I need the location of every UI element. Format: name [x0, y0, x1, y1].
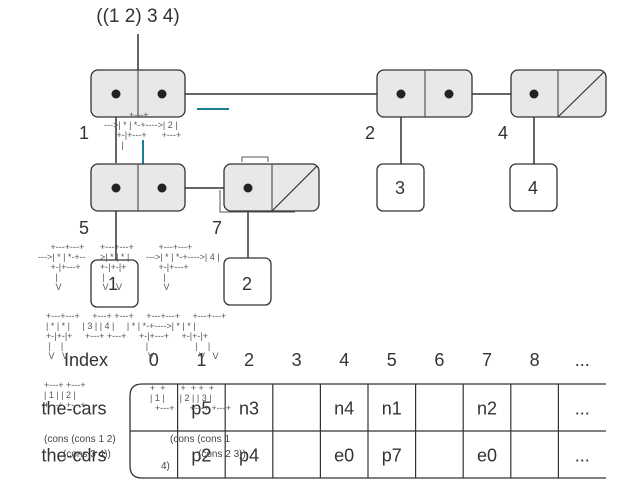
p5-car-dot	[111, 183, 121, 193]
table-cell: p2	[191, 446, 211, 466]
table-cell: ...	[575, 399, 590, 419]
pair-p1	[90, 69, 186, 118]
atom-4: 4	[509, 163, 558, 212]
table-cell: n2	[477, 399, 497, 419]
index-header: 4	[339, 350, 349, 370]
table-cell: p4	[239, 446, 259, 466]
index-header: ...	[575, 350, 590, 370]
pair-label-2: 2	[365, 123, 375, 143]
atom-2: 2	[223, 257, 272, 306]
atom-3: 3	[376, 163, 425, 212]
table-cell: n4	[334, 399, 354, 419]
cons-expression-mid-3: 4)	[161, 461, 170, 472]
p5-cdr-dot	[157, 183, 167, 193]
table-cell: n3	[239, 399, 259, 419]
pair-label-4: 4	[498, 123, 508, 143]
table-cell: ...	[575, 446, 590, 466]
index-header: 1	[196, 350, 206, 370]
memory-vector-table: Index 0 1 2 3 4 5 6 7 8... the-cars p5 n3 n4 n1 n2... th…	[41, 350, 606, 479]
cons-expression-mid: (cons (cons 1	[170, 434, 230, 445]
ascii-art-top: +---+ --->| * | *-+---->| 2 | +-|+---+ +…	[104, 110, 182, 150]
p2-cdr-dot	[444, 89, 454, 99]
pair-p4	[510, 69, 607, 118]
pair-p5	[90, 163, 186, 212]
expression-title: ((1 2) 3 4)	[96, 6, 179, 27]
ascii-art-row2: +---+---+ +---+ +---+ +---+---+ +---+---…	[46, 311, 227, 361]
p7-ghost-outline	[219, 156, 295, 213]
pair-p7	[223, 163, 320, 212]
index-header: 0	[149, 350, 159, 370]
table-cell: e0	[477, 446, 497, 466]
svg-text:1: 1	[108, 274, 118, 294]
pair-label-1: 1	[79, 123, 89, 143]
p7-null-slash	[271, 165, 318, 212]
index-header: 6	[434, 350, 444, 370]
svg-text:3: 3	[395, 178, 405, 198]
cons-expression-left-2: (cons 3 4))	[63, 449, 111, 460]
ascii-art-bottom-left: +---+ +---+ | 1 | | 2 | +---+ +---+	[44, 380, 86, 410]
ascii-art-left-a: +---+---+ --->| * | *-+-- +-|+---+ | V	[38, 242, 86, 292]
ascii-art-left-b: +---+---+ >| * | * | +-|+-|+ | V V	[100, 242, 134, 292]
table-cell: p5	[191, 399, 211, 419]
p4-car-dot	[529, 89, 539, 99]
pair-p2	[376, 69, 473, 118]
index-header: 2	[244, 350, 254, 370]
cons-expression-mid-2: (cons 2 3))	[198, 449, 246, 460]
table-cell: n1	[382, 399, 402, 419]
table-cell: p7	[382, 446, 402, 466]
p2-car-dot	[396, 89, 406, 99]
ascii-art-bottom-mid: + + + + + + | 1 | | 2 | | 3 | +---+ +---…	[150, 383, 232, 413]
index-header: 5	[387, 350, 397, 370]
p4-null-slash	[557, 71, 605, 118]
svg-text:2: 2	[242, 274, 252, 294]
row-name-the-cdrs: the-cdrs	[41, 446, 106, 466]
p7-car-dot	[243, 183, 253, 193]
index-header: 8	[530, 350, 540, 370]
svg-text:4: 4	[528, 178, 538, 198]
row-name-the-cars: the-cars	[41, 399, 106, 419]
index-label: Index	[64, 350, 108, 370]
p1-cdr-dot	[157, 89, 167, 99]
table-cell: e0	[334, 446, 354, 466]
atom-1: 1	[90, 259, 139, 308]
pair-label-5: 5	[79, 218, 89, 238]
index-header: 3	[292, 350, 302, 370]
cons-expression-left: (cons (cons 1 2)	[44, 434, 116, 445]
p1-car-dot	[111, 89, 121, 99]
ascii-art-mid-a: +---+---+ --->| * | *-+---->| 4 | +-|+--…	[146, 242, 220, 292]
index-header: 7	[482, 350, 492, 370]
pair-label-7: 7	[212, 218, 222, 238]
